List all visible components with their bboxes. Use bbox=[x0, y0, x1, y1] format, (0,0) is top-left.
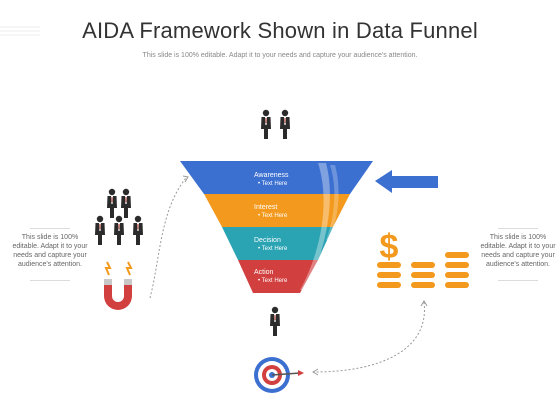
funnel-stage-awareness bbox=[180, 161, 373, 194]
right-connector bbox=[313, 301, 425, 373]
decorative-lines-right bbox=[2, 26, 40, 36]
right-description: This slide is 100% editable. Adapt it to… bbox=[480, 234, 556, 268]
funnel-stage-decision bbox=[222, 227, 333, 260]
people-pair-icon bbox=[261, 109, 290, 139]
dollar-coins-icon: $ bbox=[377, 228, 469, 288]
stage-decision-sub: • Text Here bbox=[258, 246, 288, 252]
person-icon bbox=[270, 306, 280, 336]
left-arrow-icon bbox=[375, 170, 438, 193]
right-connector-start-arrow bbox=[420, 300, 428, 307]
right-divider-top bbox=[498, 228, 538, 229]
left-connector-arrowhead bbox=[182, 175, 189, 183]
stage-action-label: Action bbox=[254, 269, 274, 276]
stage-action-sub: • Text Here bbox=[258, 278, 288, 284]
page-title: AIDA Framework Shown in Data Funnel bbox=[82, 18, 478, 43]
svg-text:$: $ bbox=[380, 228, 399, 266]
stage-interest-label: Interest bbox=[254, 204, 278, 211]
stage-interest-sub: • Text Here bbox=[258, 213, 288, 219]
funnel bbox=[180, 161, 373, 293]
stage-awareness-text: Awareness • Text Here bbox=[254, 172, 289, 188]
funnel-stage-action bbox=[238, 260, 318, 293]
stage-decision-text: Decision • Text Here bbox=[254, 237, 287, 253]
stage-interest-text: Interest • Text Here bbox=[254, 204, 287, 220]
left-connector bbox=[149, 177, 187, 299]
left-divider-top bbox=[30, 228, 70, 229]
stage-action-text: Action • Text Here bbox=[254, 269, 287, 285]
target-icon bbox=[254, 357, 304, 393]
left-divider-bottom bbox=[30, 280, 70, 281]
left-description: This slide is 100% editable. Adapt it to… bbox=[12, 234, 88, 268]
magnet-icon bbox=[104, 261, 133, 310]
page-subtitle: This slide is 100% editable. Adapt it to… bbox=[142, 52, 418, 59]
right-divider-bottom bbox=[498, 280, 538, 281]
funnel-highlight-2 bbox=[326, 165, 339, 240]
stage-decision-label: Decision bbox=[254, 237, 281, 244]
right-connector-arrowhead bbox=[312, 368, 319, 376]
funnel-stage-interest bbox=[204, 194, 350, 227]
people-group-icon bbox=[95, 188, 143, 245]
funnel-highlight bbox=[300, 163, 330, 290]
stage-awareness-label: Awareness bbox=[254, 172, 289, 179]
stage-awareness-sub: • Text Here bbox=[258, 181, 288, 187]
